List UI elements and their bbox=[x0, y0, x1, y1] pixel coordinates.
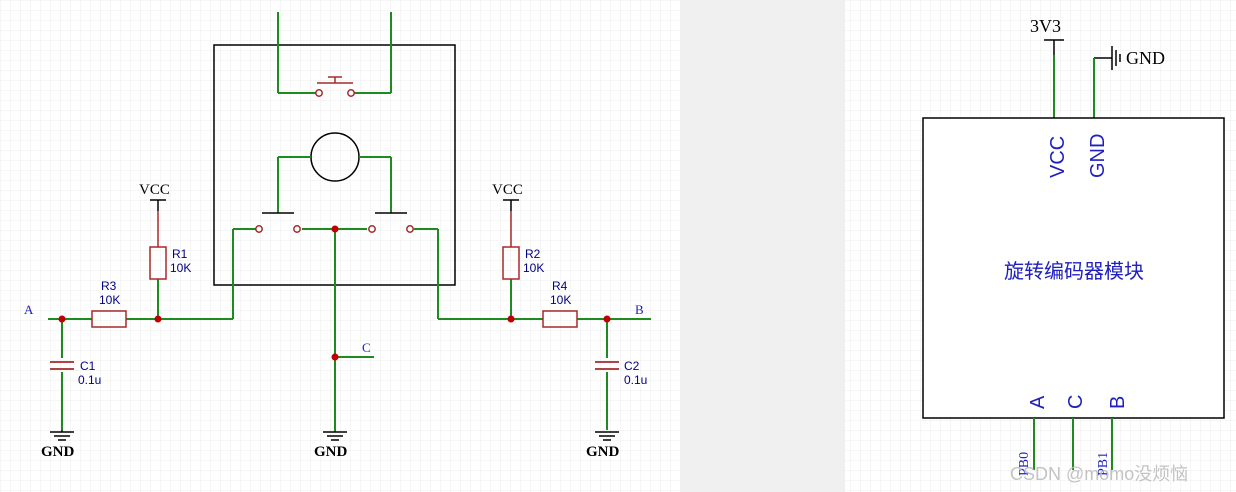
push-switch bbox=[277, 12, 392, 94]
c2-ref-label: C2 bbox=[624, 359, 640, 373]
vcc-left-symbol bbox=[150, 199, 166, 211]
right-network-wires bbox=[438, 279, 651, 430]
gnd-right-label: GND bbox=[586, 444, 620, 460]
net-pb0-label: PB0 bbox=[1017, 452, 1032, 476]
pin-vcc-label: VCC bbox=[1047, 136, 1069, 178]
pin-b-label: B bbox=[1107, 396, 1129, 409]
power-3v3-label: 3V3 bbox=[1030, 16, 1061, 36]
power-3v3-symbol bbox=[1044, 39, 1064, 55]
r4-ref-label: R4 bbox=[552, 279, 568, 293]
vcc-right-label: VCC bbox=[492, 182, 523, 198]
gnd-right-symbol bbox=[595, 431, 619, 441]
resistor-r2 bbox=[502, 246, 520, 280]
net-label-a: A bbox=[24, 302, 34, 317]
pin-a-label: A bbox=[1027, 395, 1049, 409]
left-grid-background bbox=[0, 0, 680, 492]
encoder-switch-contacts bbox=[255, 225, 414, 233]
watermark: CSDN @momo没烦恼 bbox=[1010, 464, 1188, 484]
net-pb1-label: PB1 bbox=[1096, 452, 1111, 476]
pin-c-label: C bbox=[1065, 395, 1087, 409]
resistor-r3 bbox=[91, 310, 127, 328]
net-label-c: C bbox=[362, 340, 371, 355]
junction-dots bbox=[58, 225, 611, 361]
encoder-module: 3V3 GND VCC GND 旋转编码器模块 A C B PB0 PB1 bbox=[922, 16, 1225, 476]
left-network-wires bbox=[48, 279, 233, 430]
capacitor-c2 bbox=[595, 361, 619, 370]
c1-value-label: 0.1u bbox=[78, 373, 101, 387]
gnd-mid-symbol bbox=[323, 431, 347, 441]
pin-gnd-label: GND bbox=[1087, 134, 1109, 178]
c1-ref-label: C1 bbox=[80, 359, 96, 373]
r1-value-label: 10K bbox=[170, 261, 191, 275]
r2-ref-label: R2 bbox=[525, 247, 541, 261]
module-gnd-symbol bbox=[1094, 46, 1121, 70]
r3-ref-label: R3 bbox=[101, 279, 117, 293]
resistor-r1 bbox=[149, 246, 167, 280]
divider-panel bbox=[680, 0, 845, 492]
net-label-b: B bbox=[635, 302, 644, 317]
knob-link-wires bbox=[277, 156, 392, 213]
r1-ref-label: R1 bbox=[172, 247, 188, 261]
gnd-left-label: GND bbox=[41, 444, 75, 460]
gnd-mid-label: GND bbox=[314, 444, 348, 460]
encoder-schematic: A B C VCC VCC GND GND GND R1 10K R2 10K … bbox=[24, 12, 651, 460]
module-box bbox=[922, 117, 1225, 419]
module-gnd-label: GND bbox=[1126, 48, 1165, 68]
vcc-right-symbol bbox=[503, 199, 519, 211]
resistor-r4 bbox=[542, 310, 578, 328]
c2-value-label: 0.1u bbox=[624, 373, 647, 387]
module-title: 旋转编码器模块 bbox=[1004, 260, 1144, 283]
module-output-wires bbox=[1033, 418, 1113, 470]
gnd-left-symbol bbox=[50, 430, 74, 441]
r2-value-label: 10K bbox=[523, 261, 544, 275]
push-switch-contacts bbox=[315, 76, 355, 97]
vcc-left-label: VCC bbox=[139, 182, 170, 198]
r4-value-label: 10K bbox=[550, 293, 571, 307]
capacitor-c1 bbox=[50, 361, 74, 370]
r3-value-label: 10K bbox=[99, 293, 120, 307]
